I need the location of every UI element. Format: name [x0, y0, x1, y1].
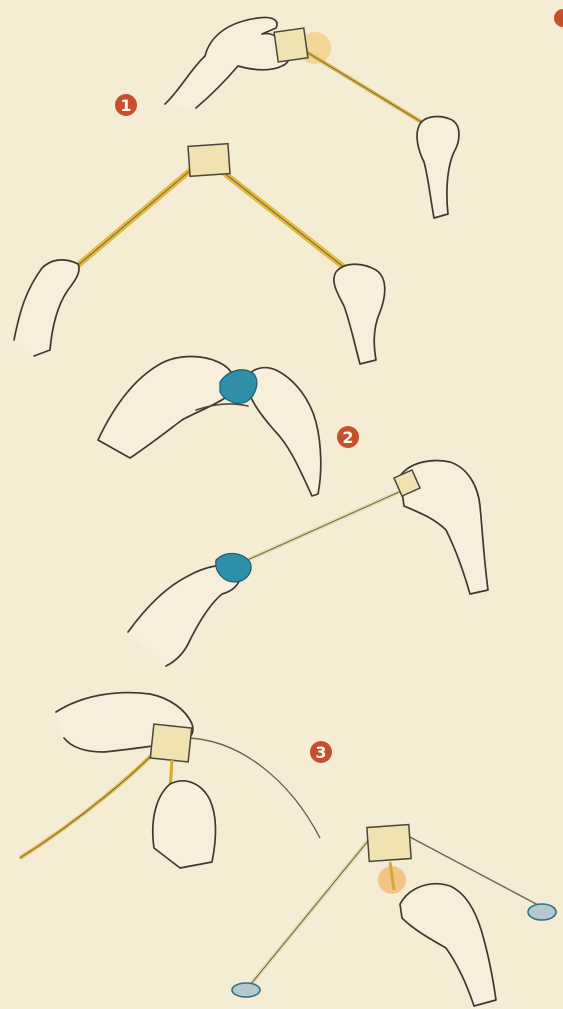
step-3-left-weight	[232, 983, 260, 997]
step-1-block	[188, 144, 230, 177]
step-3-right-weight	[528, 904, 556, 920]
step-1-badge: 1	[115, 94, 137, 116]
step-3-bottom-hand	[153, 781, 216, 868]
step-3-block	[150, 724, 191, 762]
step-1-number: 1	[120, 96, 131, 115]
step-1-top-block	[274, 28, 308, 62]
step-3-badge: 3	[310, 741, 332, 763]
step-2-number: 2	[342, 428, 353, 447]
step-3-bottom-block	[367, 825, 411, 862]
step-2-badge: 2	[337, 426, 359, 448]
step-3-number: 3	[315, 743, 326, 762]
